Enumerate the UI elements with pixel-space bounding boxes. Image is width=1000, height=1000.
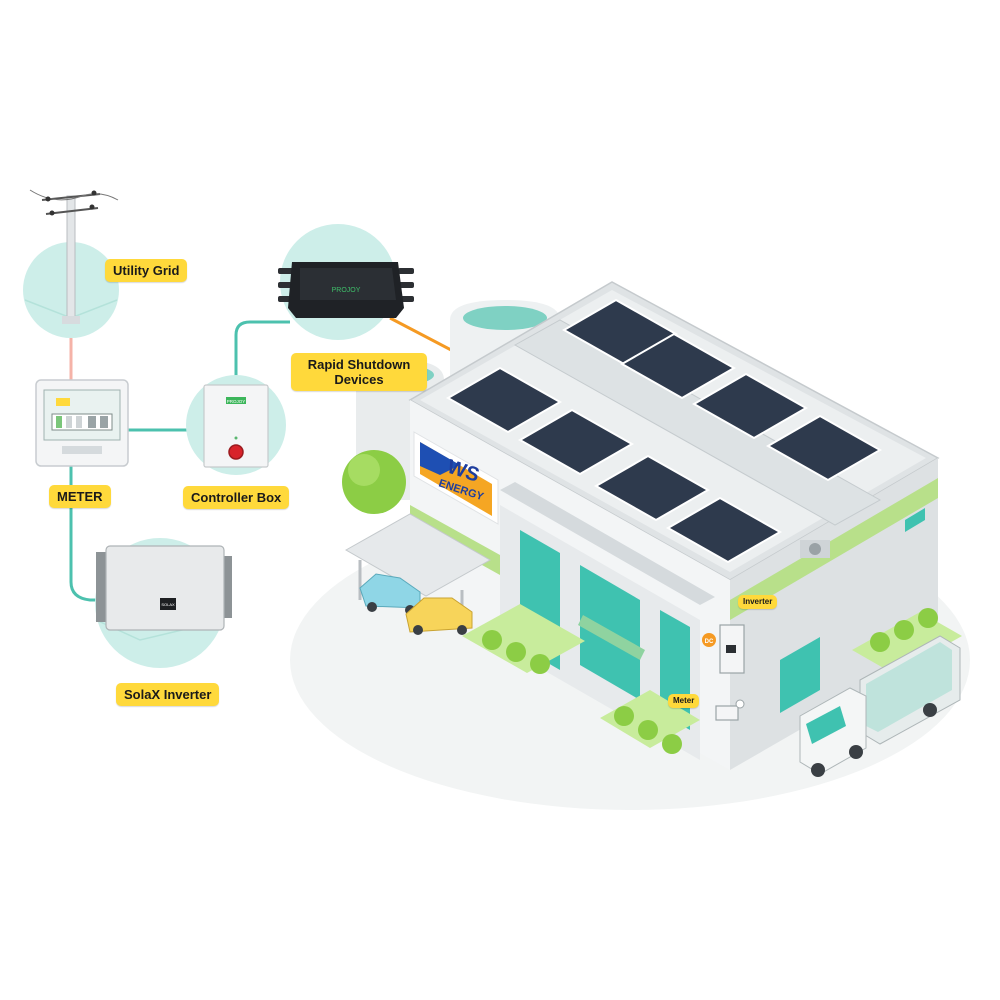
solar-panel [593,454,711,522]
hedge-bed [462,604,585,673]
solar-panel [665,496,783,564]
dc-tag: DC [705,639,714,645]
solar-panel [619,332,737,400]
controller-box-icon [203,384,269,468]
emergency-stop-icon [228,444,244,460]
meter-inverter-line [69,465,100,602]
hedge-bed [852,612,962,674]
door-awning [578,615,645,660]
carport [344,513,492,635]
meter-label: METER [49,485,111,508]
inverter-brand: SOLAX [161,602,175,607]
controller-brand: PROJOY [227,399,246,404]
power-wire [29,189,119,201]
building-meter-icon [715,705,739,721]
dc-badge [702,633,716,647]
rapid-shutdown-label: Rapid Shutdown Devices [291,353,427,391]
landscaping [342,450,962,754]
controller-box-label: Controller Box [183,486,290,509]
factory-building: WS ENERGY DC [408,281,940,770]
solar-panel [517,408,635,476]
solax-inverter-node: SOLAX [95,538,232,668]
side-window [780,637,820,713]
solar-panel [445,366,563,434]
truck-icon [799,635,961,777]
rapid-shutdown-label-line1: Rapid Shutdown [307,357,411,372]
utility-grid-label: Utility Grid [105,259,188,282]
solax-inverter-icon [105,545,225,631]
rapid-shutdown-device-icon: PROJOY [278,262,414,318]
solax-inverter-label: SolaX Inverter [116,683,220,706]
controller-box-node: PROJOY [186,375,286,475]
rsd-brand: PROJOY [332,287,361,294]
controller-rsd-line [234,320,290,380]
blue-car-icon [359,573,421,615]
rapid-shutdown-label-line2: Devices [334,372,384,387]
meter-node [35,379,129,467]
solar-panel [691,372,809,440]
building-inverter-label: Inverter [738,595,778,609]
yellow-car-icon [405,597,473,635]
utility-pole-icon [66,195,76,321]
ws-energy-sign: WS ENERGY [413,431,499,525]
utility-grid-node [23,189,119,338]
solar-array [445,298,883,564]
skylight-ridge [513,319,882,526]
rapid-shutdown-node: PROJOY [278,224,414,340]
hedge-bed [600,690,700,748]
building-meter-label: Meter [668,694,700,708]
solar-panel [765,414,883,482]
